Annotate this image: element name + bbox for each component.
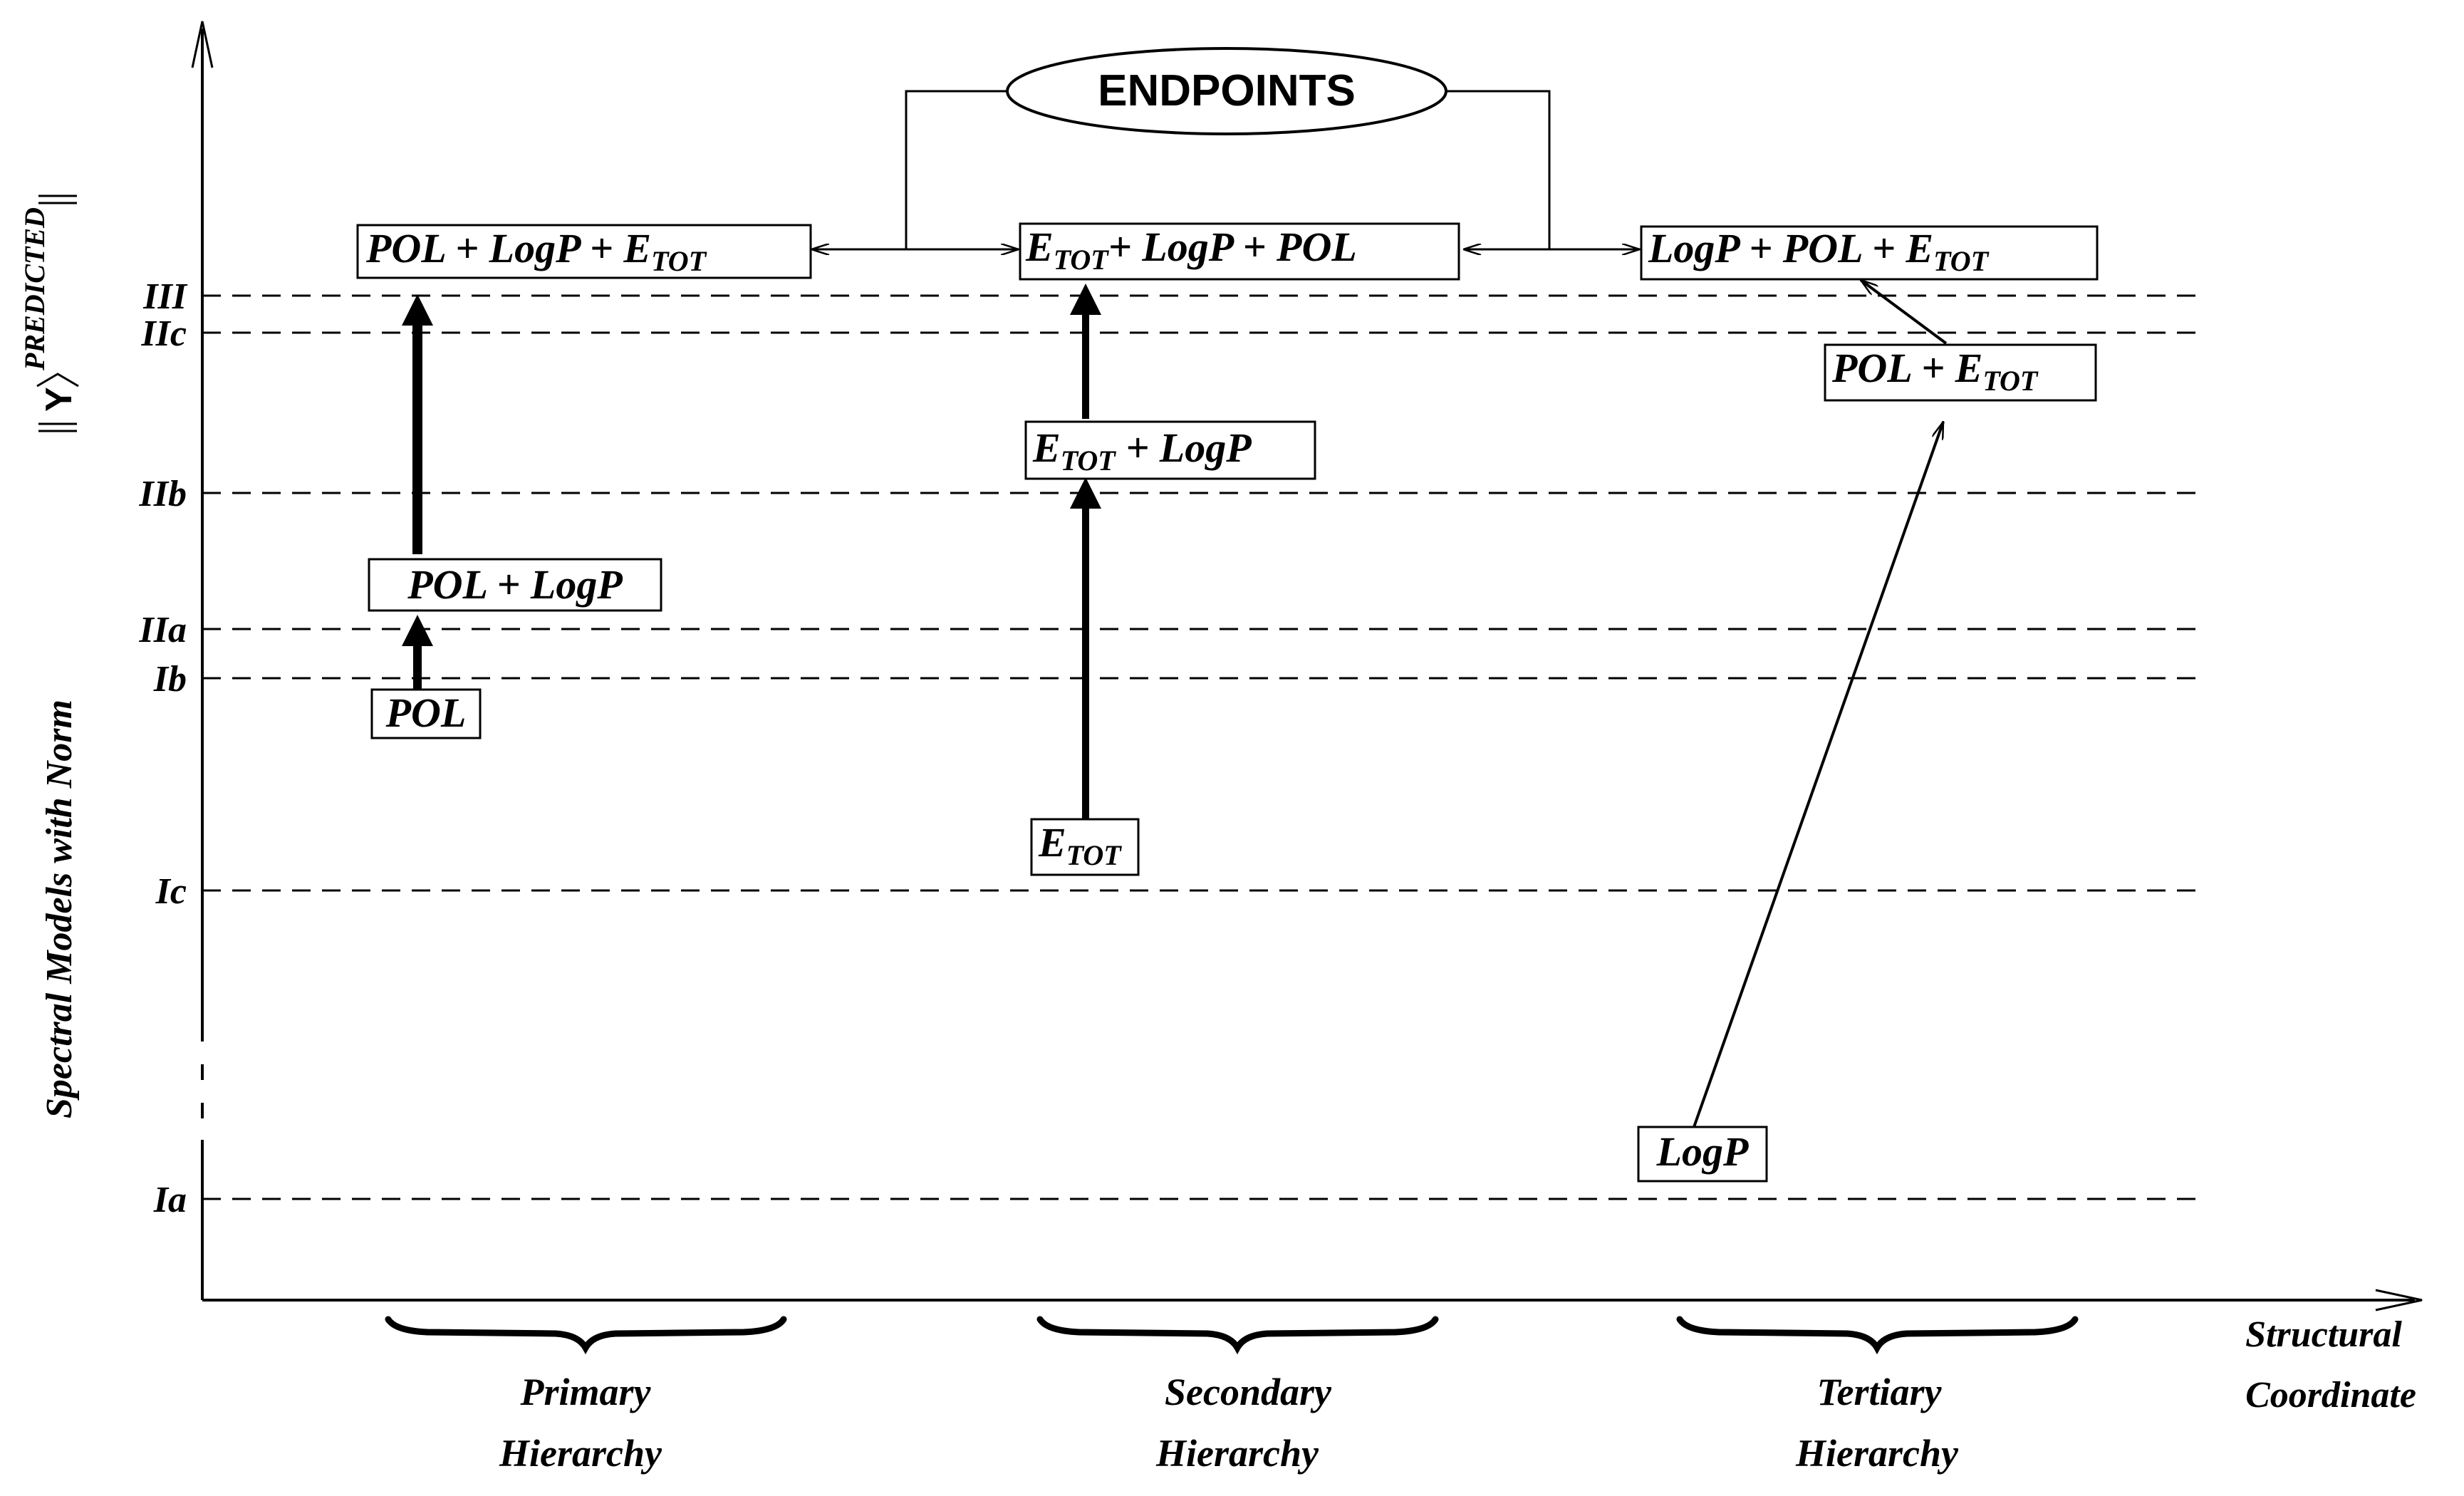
box-etot-frame xyxy=(1030,818,1140,876)
secondary-hierarchy-line1: Secondary xyxy=(1165,1371,1332,1413)
axes xyxy=(191,21,2423,1311)
y-axis-arrowhead xyxy=(191,21,214,68)
secondary-hierarchy-line2: Hierarchy xyxy=(1155,1432,1319,1475)
hierarchy-labels: Primary Hierarchy Secondary Hierarchy Te… xyxy=(499,1371,1959,1475)
tertiary-hierarchy-line2: Hierarchy xyxy=(1795,1432,1959,1475)
box-logp: LogP xyxy=(1656,1128,1749,1175)
endpoints-label: ENDPOINTS xyxy=(1098,66,1356,115)
box-etot-logp-frame xyxy=(1024,420,1316,480)
level-label-IIc: IIc xyxy=(140,313,187,354)
primary-hierarchy-line2: Hierarchy xyxy=(499,1432,662,1475)
box-etot-logp-pol-frame xyxy=(1019,222,1460,281)
level-label-III: III xyxy=(142,276,187,317)
level-label-IIb: IIb xyxy=(139,474,187,514)
level-label-Ic: Ic xyxy=(155,871,187,912)
box-pol-etot: POL + ETOT xyxy=(1831,345,2039,397)
y-axis-norm-superscript: PREDICTED xyxy=(19,207,51,371)
brace-primary xyxy=(385,1316,787,1355)
box-logp-pol-etot-frame xyxy=(1640,225,2099,281)
endpoints-connector xyxy=(905,90,1008,249)
arrow-pol-etot-to-endpoint xyxy=(1861,280,1948,345)
level-lines xyxy=(202,294,2198,1200)
hierarchy-braces xyxy=(385,1316,2079,1355)
arrow-logp-to-pol-etot xyxy=(1693,422,1945,1128)
y-axis-title: Spectral Models with Norm xyxy=(39,700,80,1118)
box-pol-logp-etot-frame xyxy=(356,224,812,279)
level-labels: III IIc IIb IIa Ib Ic Ia xyxy=(139,276,188,1220)
y-axis-title-group: Spectral Models with Norm Y PREDICTED xyxy=(19,194,80,1118)
box-pol: POL xyxy=(385,690,467,736)
level-label-Ia: Ia xyxy=(153,1180,187,1220)
x-axis-arrowhead xyxy=(2375,1289,2423,1311)
tertiary-hierarchy-line1: Tertiary xyxy=(1817,1371,1943,1413)
endpoints-ellipse xyxy=(1006,47,1447,135)
x-axis-title-line2: Coordinate xyxy=(2245,1375,2416,1416)
arrows xyxy=(402,280,1948,1128)
box-logp-frame xyxy=(1637,1126,1768,1183)
level-label-IIa: IIa xyxy=(139,610,187,650)
box-pol-logp-etot: POL + LogP + ETOT xyxy=(365,225,707,277)
box-logp-pol-etot: LogP + POL + ETOT xyxy=(1648,225,1990,277)
level-label-Ib: Ib xyxy=(153,659,187,700)
box-pol-logp: POL + LogP xyxy=(407,561,623,608)
box-pol-etot-frame xyxy=(1824,343,2097,402)
brace-tertiary xyxy=(1676,1316,2079,1355)
brace-secondary xyxy=(1036,1316,1439,1355)
box-etot-logp-pol: ETOT+ LogP + POL xyxy=(1025,224,1357,276)
endpoints-group: ENDPOINTS xyxy=(812,47,1640,249)
primary-hierarchy-line1: Primary xyxy=(520,1371,652,1413)
x-axis-title-line1: Structural xyxy=(2245,1314,2402,1355)
box-pol-logp-frame xyxy=(368,558,662,612)
box-pol-frame xyxy=(370,688,482,739)
box-etot-logp: ETOT + LogP xyxy=(1032,425,1252,477)
box-etot: ETOT xyxy=(1038,819,1122,871)
model-boxes: POL POL + LogP POL + LogP + ETOT ETOT ET… xyxy=(356,222,2099,1183)
y-axis-norm-symbol: Y xyxy=(38,387,80,412)
